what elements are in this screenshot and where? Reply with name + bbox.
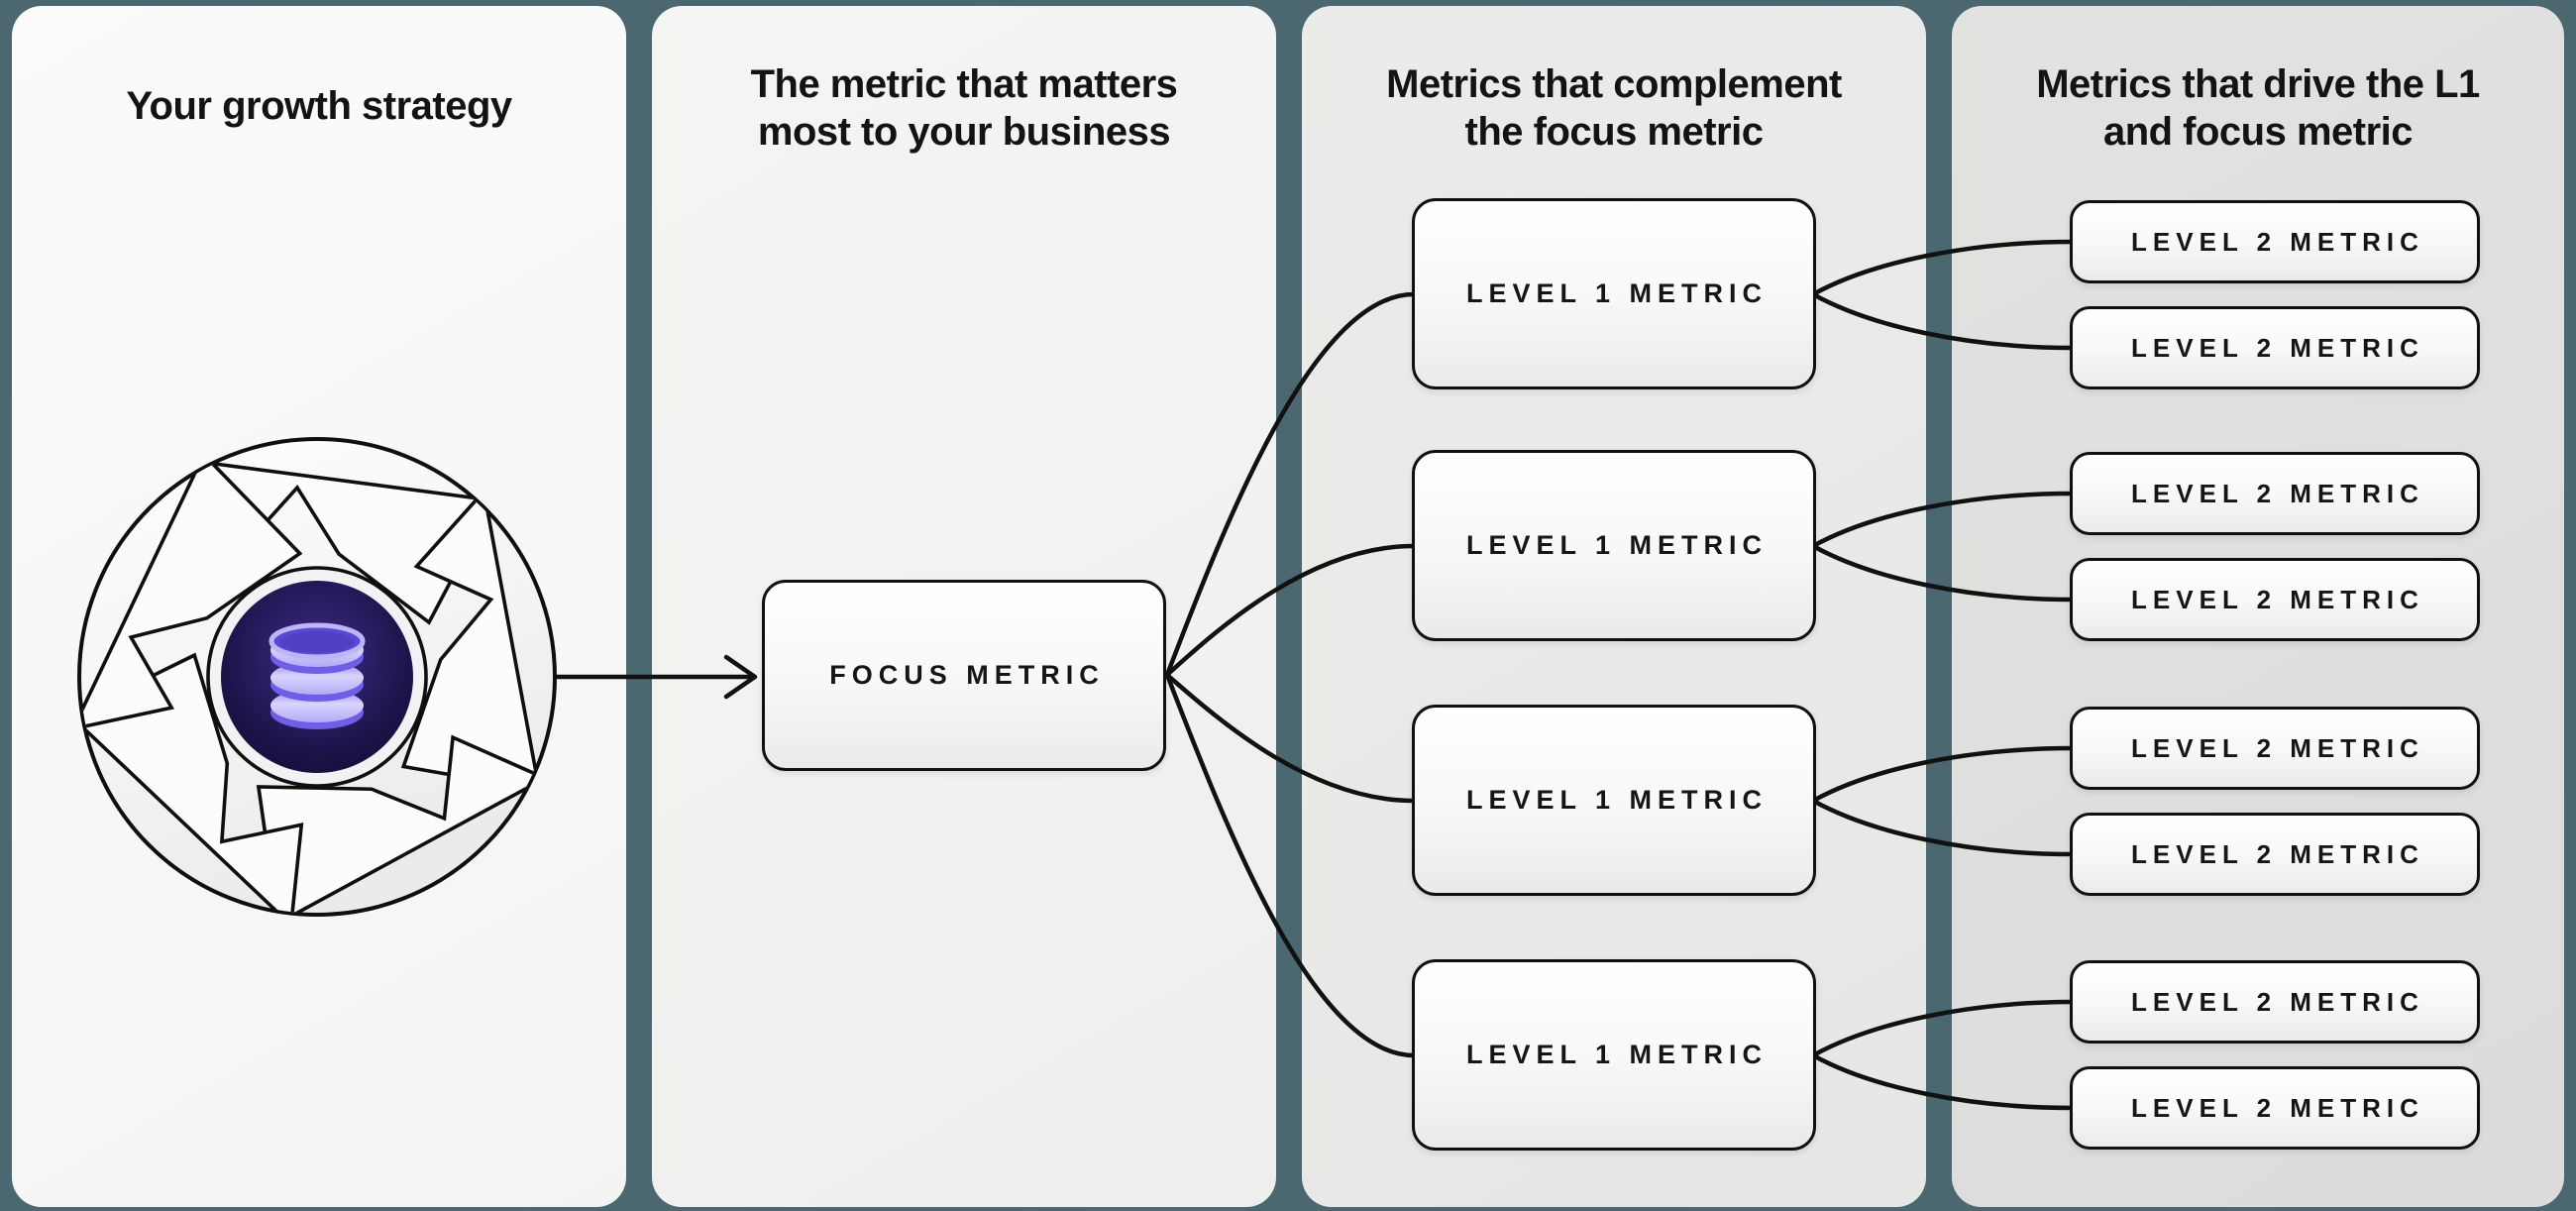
panel-level-2-title: Metrics that drive the L1 and focus metr… <box>1962 60 2554 156</box>
level-1-metric-box: LEVEL 1 METRIC <box>1412 198 1816 389</box>
level-2-metric-box: LEVEL 2 METRIC <box>2070 1066 2480 1150</box>
level-2-metric-box: LEVEL 2 METRIC <box>2070 960 2480 1044</box>
title-line: Metrics that complement <box>1386 62 1842 106</box>
title-line: Metrics that drive the L1 <box>2036 62 2480 106</box>
focus-metric-box: FOCUS METRIC <box>762 580 1166 771</box>
panel-level-1-title: Metrics that complement the focus metric <box>1312 60 1916 156</box>
level-2-metric-box: LEVEL 2 METRIC <box>2070 200 2480 283</box>
level-2-metric-box: LEVEL 2 METRIC <box>2070 707 2480 790</box>
title-line: Your growth strategy <box>126 84 512 128</box>
panel-growth-strategy-title: Your growth strategy <box>22 82 616 130</box>
level-2-metric-box: LEVEL 2 METRIC <box>2070 558 2480 641</box>
level-2-metric-box: LEVEL 2 METRIC <box>2070 813 2480 896</box>
panel-focus-metric-title: The metric that matters most to your bus… <box>662 60 1266 156</box>
level-1-metric-box: LEVEL 1 METRIC <box>1412 959 1816 1151</box>
level-1-metric-box: LEVEL 1 METRIC <box>1412 450 1816 641</box>
level-2-metric-box: LEVEL 2 METRIC <box>2070 452 2480 535</box>
title-line: The metric that matters <box>750 62 1178 106</box>
title-line: and focus metric <box>2102 110 2414 154</box>
level-1-metric-box: LEVEL 1 METRIC <box>1412 705 1816 896</box>
title-line: most to your business <box>757 110 1171 154</box>
title-line: the focus metric <box>1464 110 1764 154</box>
level-2-metric-box: LEVEL 2 METRIC <box>2070 306 2480 389</box>
panel-growth-strategy: Your growth strategy <box>12 6 626 1207</box>
